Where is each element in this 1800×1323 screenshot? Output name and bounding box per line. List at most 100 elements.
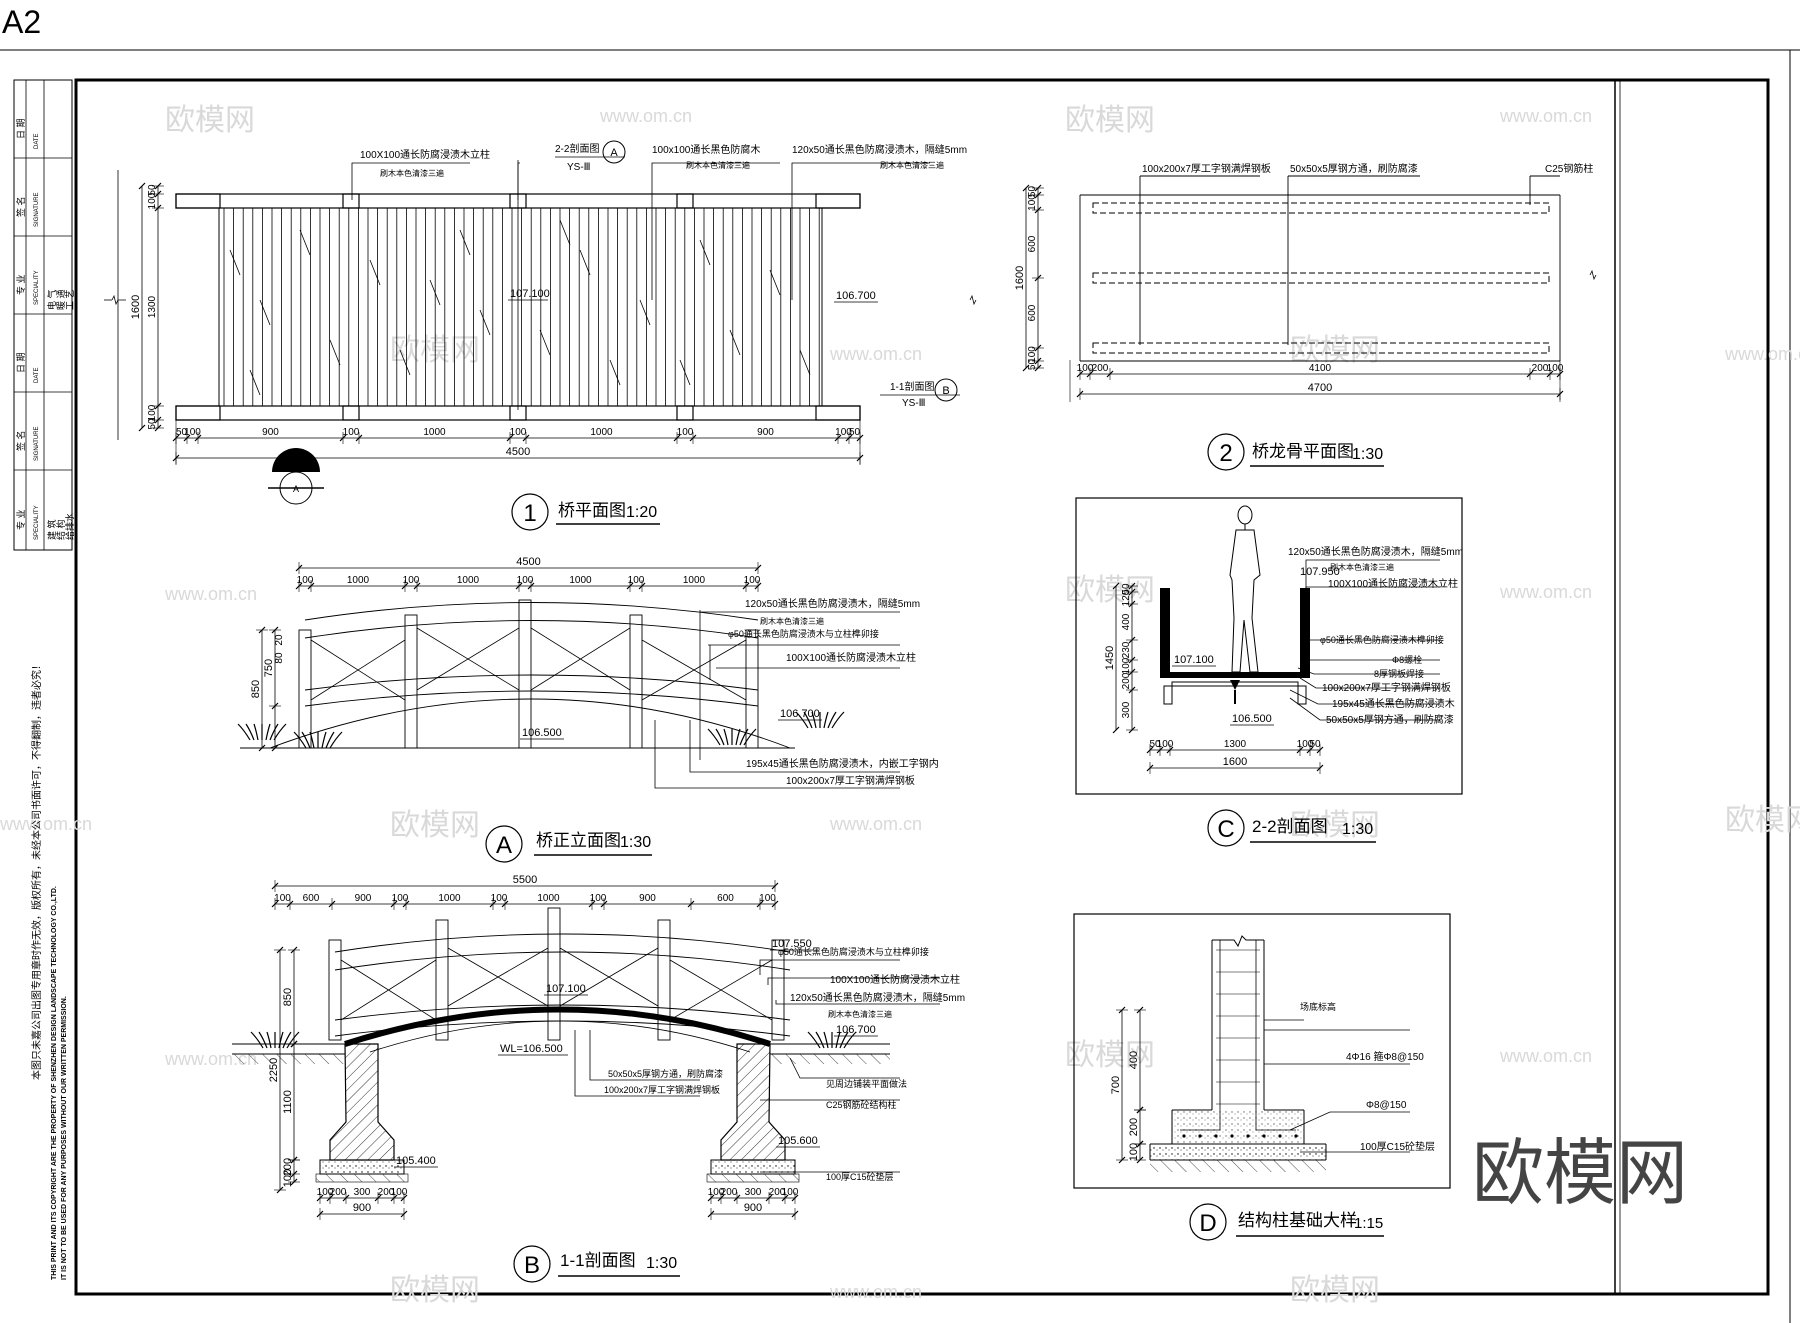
dim-text: 230	[1121, 641, 1132, 658]
title-block-label: 专 业	[15, 509, 26, 530]
dim-text: 300	[745, 1187, 762, 1198]
dim-text: 1300	[1224, 739, 1247, 750]
dim-text: 100	[1077, 363, 1094, 374]
section-1-1-ref: YS-Ⅲ	[902, 398, 926, 409]
dim-text: 1000	[590, 427, 613, 438]
view-1-title: 桥平面图	[558, 501, 626, 520]
elev-elev-right: 106.700	[780, 708, 820, 720]
view-a-letter: A	[496, 832, 512, 859]
copyright-cn: 本图只未嘉公司出图专用章时作无效，版权所有，未经本公司书面许可，不得翻制，违者必…	[30, 660, 43, 1080]
dim-text: 200	[769, 1187, 786, 1198]
dim-text: 1000	[423, 427, 446, 438]
watermark: www.om.cn	[164, 584, 257, 604]
title-block-label-en: SPECIALITY	[34, 270, 40, 305]
title-block-label: 签 名	[15, 196, 26, 217]
dim-text: 100	[517, 575, 534, 586]
sec-note-3: 120x50通长黑色防腐浸渍木，隔缝5mm	[790, 991, 965, 1004]
watermark: 欧模网	[1065, 574, 1155, 607]
watermark: 欧模网	[390, 809, 480, 842]
c-note-9: 50x50x5厚钢方通，刷防腐漆	[1326, 713, 1454, 726]
view-2-number: 2	[1219, 440, 1232, 467]
dim-text: 4100	[1309, 363, 1332, 374]
dim-text: 100	[282, 1169, 294, 1187]
dim-text: 4700	[1308, 382, 1332, 394]
d-note-2: 4Φ16 箍Φ8@150	[1346, 1050, 1424, 1063]
dim-text: 600	[303, 893, 320, 904]
sec-note-1: φ50通长黑色防腐浸渍木与立柱榫卯接	[778, 946, 929, 957]
dim-text: 100	[184, 427, 201, 438]
elev-elev-mid: 106.500	[522, 727, 562, 739]
section-1-1-letter: B	[942, 385, 949, 397]
title-block-label-en: SPECIALITY	[34, 505, 40, 540]
plan-note-5: 120x50通长黑色防腐浸渍木，隔缝5mm	[792, 143, 967, 156]
dim-text: 600	[1027, 235, 1038, 252]
dim-text: 850	[250, 680, 262, 698]
sheet-size-code: A2	[2, 4, 41, 40]
dim-text: 100	[1128, 1143, 1140, 1161]
dim-text: 200	[282, 1158, 294, 1176]
sec-water-level: WL=106.500	[500, 1043, 563, 1055]
c-note-1: 120x50通长黑色防腐浸渍木，隔缝5mm	[1288, 545, 1463, 558]
view-c-section-2-2: 120x50通长黑色防腐浸渍木，隔缝5mm 刷木本色清漆三遍 100X100通长…	[1075, 497, 1463, 847]
section-2-2-letter: A	[610, 147, 618, 159]
dim-text: 120	[1121, 589, 1132, 606]
plan-note-3: 100x100通长黑色防腐木	[652, 143, 760, 156]
view-c-title: 2-2剖面图	[1252, 817, 1328, 836]
watermark: 欧模网	[1065, 104, 1155, 137]
dim-text: 50	[1121, 583, 1132, 595]
dim-text: 50	[147, 418, 158, 430]
view-b-scale: 1:30	[646, 1255, 677, 1272]
dim-text: 100	[391, 1187, 408, 1198]
dim-text: 50	[1027, 359, 1038, 371]
watermark: www.om.cn	[829, 1282, 922, 1302]
sec-elev-foot-left: 105.400	[396, 1155, 436, 1167]
c-elev-mid: 107.100	[1174, 654, 1214, 666]
watermark: 欧模网	[390, 1274, 480, 1307]
title-block-label: 签 名	[15, 430, 26, 451]
dim-text: 100	[491, 893, 508, 904]
view-d-letter: D	[1199, 1210, 1216, 1237]
dim-text: 100	[1027, 346, 1038, 363]
c-note-4: φ50通长黑色防腐浸渍木榫卯接	[1320, 634, 1444, 645]
dim-text: 750	[263, 659, 275, 677]
c-elev-top: 107.950	[1300, 566, 1340, 578]
dim-text: 50	[147, 184, 158, 196]
sec-elev-right: 106.700	[836, 1024, 876, 1036]
dim-text: 100	[708, 1187, 725, 1198]
watermark: www.om.cn	[829, 814, 922, 834]
view-a-title: 桥正立面图	[536, 831, 621, 850]
dim-text: 100	[744, 575, 761, 586]
dim-text: 1600	[130, 295, 142, 319]
dim-text: 1000	[347, 575, 370, 586]
section-1-1-label: 1-1剖面图	[890, 380, 934, 393]
watermark: 欧模网	[1725, 804, 1800, 837]
view-b-section-1-1: φ50通长黑色防腐浸渍木与立柱榫卯接 100X100通长防腐浸渍木立柱 120x…	[232, 874, 965, 1283]
speciality: 电 气	[46, 289, 57, 310]
watermark: www.om.cn	[1724, 344, 1800, 364]
section-2-2-label: 2-2剖面图	[555, 142, 599, 155]
view-d-scale: 1:15	[1354, 1215, 1383, 1232]
dim-text: 100	[392, 893, 409, 904]
view-1-bridge-plan: 100X100通长防腐浸渍木立柱 刷木本色清漆三遍 100x100通长黑色防腐木…	[104, 140, 977, 531]
dim-text: 100	[590, 893, 607, 904]
dim-text: 1000	[438, 893, 461, 904]
view-a-scale: 1:30	[620, 834, 651, 851]
dim-text: 200	[1128, 1118, 1140, 1136]
dim-text: 100	[759, 893, 776, 904]
title-block-label-en: DATE	[34, 133, 40, 149]
dim-text: 80	[274, 652, 285, 664]
dim-text: 100	[274, 893, 291, 904]
dim-text: 50	[849, 427, 861, 438]
sec-note-4: 刷木本色清漆三遍	[828, 1009, 892, 1019]
watermark: www.om.cn	[1499, 1046, 1592, 1066]
view-b-title: 1-1剖面图	[560, 1251, 636, 1270]
human-figure	[1229, 505, 1261, 673]
title-block-label-en: SIGNATURE	[34, 426, 40, 461]
sec-note-mid-1: 50x50x5厚钢方通，刷防腐漆	[608, 1068, 723, 1079]
view-d-column-footing: 场底标高 4Φ16 箍Φ8@150 Φ8@150 100厚C15砼垫层 4002…	[1073, 913, 1451, 1241]
dim-text: 900	[744, 1202, 762, 1214]
dim-text: 100	[147, 192, 158, 209]
dim-text: 100	[1547, 363, 1564, 374]
